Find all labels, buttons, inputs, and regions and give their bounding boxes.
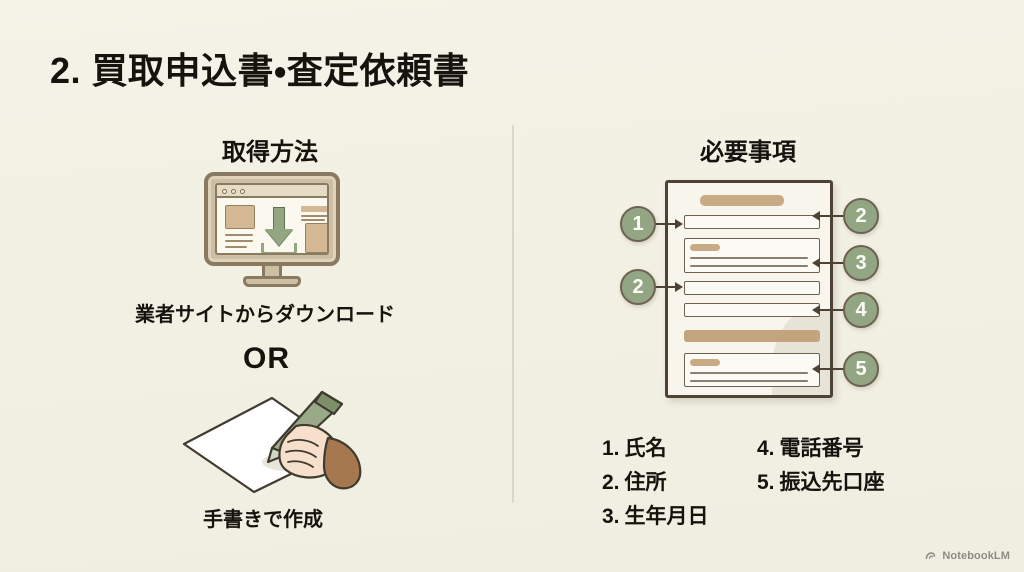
callout-arrowhead-icon [812, 305, 820, 315]
list-item-number: 5. [757, 471, 775, 494]
list-item: 4.電話番号 [757, 432, 885, 466]
requirements-list: 1.氏名 2.住所 3.生年月日 4.電話番号 5.振込先口座 [602, 432, 885, 534]
content-line [225, 246, 247, 248]
list-item: 1.氏名 [602, 432, 757, 466]
callout-badge-right-5: 5 [843, 351, 879, 387]
form-section-bar [684, 330, 820, 342]
list-item-label: 住所 [624, 471, 667, 494]
browser-bar [217, 185, 327, 198]
column-divider [512, 125, 514, 503]
callout-badge-right-3: 3 [843, 245, 879, 281]
list-item-label: 氏名 [624, 437, 667, 460]
callout-arrowhead-icon [812, 364, 820, 374]
list-item-label: 振込先口座 [779, 471, 885, 494]
monitor-screen [215, 183, 329, 255]
callout-connector [820, 215, 844, 217]
callout-connector [820, 262, 844, 264]
callout-arrowhead-icon [812, 258, 820, 268]
download-tray-icon [261, 243, 297, 253]
monitor-download-icon [196, 172, 348, 288]
handwrite-caption: 手書きで作成 [203, 509, 323, 531]
callout-arrowhead-icon [675, 219, 683, 229]
content-line [301, 219, 325, 221]
form-field-line [684, 281, 820, 295]
notebooklm-logo-icon [926, 552, 936, 559]
list-item: 5.振込先口座 [757, 466, 885, 500]
application-form-illustration [665, 180, 833, 398]
list-item-number: 2. [602, 471, 620, 494]
form-field-line [684, 215, 820, 229]
notebooklm-watermark: NotebookLM [924, 549, 1010, 562]
callout-connector [656, 286, 678, 288]
download-arrow-head-icon [265, 229, 293, 246]
form-field-box [684, 238, 820, 273]
left-column-heading: 取得方法 [222, 139, 318, 166]
form-field-text-line [690, 372, 808, 374]
content-line [225, 240, 253, 242]
list-item-number: 1. [602, 437, 620, 460]
content-line [301, 206, 327, 212]
list-item-label: 電話番号 [779, 437, 864, 460]
browser-dot-icon [231, 188, 236, 194]
form-field-line [684, 303, 820, 317]
content-line [301, 215, 327, 217]
list-item-number: 4. [757, 437, 775, 460]
list-item: 2.住所 [602, 466, 757, 500]
callout-arrowhead-icon [812, 211, 820, 221]
browser-dot-icon [222, 188, 227, 194]
content-block [225, 205, 255, 229]
form-field-text-line [690, 265, 808, 267]
list-item-label: 生年月日 [624, 505, 709, 528]
form-field-label-tab [690, 244, 720, 251]
form-field-text-line [690, 380, 808, 382]
hand-writing-icon [176, 382, 372, 494]
monitor-neck [262, 266, 282, 279]
download-caption: 業者サイトからダウンロード [135, 304, 395, 326]
watermark-text: NotebookLM [942, 549, 1010, 562]
callout-badge-left-1: 1 [620, 206, 656, 242]
callout-connector [820, 368, 844, 370]
form-field-box [684, 353, 820, 387]
callout-badge-right-2: 2 [843, 198, 879, 234]
form-field-text-line [690, 257, 808, 259]
page-title: 2. 買取申込書・査定依頼書 [50, 50, 470, 91]
browser-dot-icon [240, 188, 245, 194]
or-separator: OR [243, 342, 290, 375]
right-column-heading: 必要事項 [700, 139, 796, 166]
callout-connector [656, 223, 678, 225]
monitor-bezel [204, 172, 340, 266]
callout-badge-right-4: 4 [843, 292, 879, 328]
form-title-bar [700, 195, 784, 206]
content-block [305, 223, 327, 253]
download-arrow-icon [273, 207, 285, 231]
list-item: 3.生年月日 [602, 500, 757, 534]
form-field-label-tab [690, 359, 720, 366]
monitor-base [243, 276, 301, 287]
callout-arrowhead-icon [675, 282, 683, 292]
callout-connector [820, 309, 844, 311]
list-item-number: 3. [602, 505, 620, 528]
callout-badge-left-2: 2 [620, 269, 656, 305]
list-item-empty [757, 500, 885, 534]
content-line [225, 234, 253, 236]
